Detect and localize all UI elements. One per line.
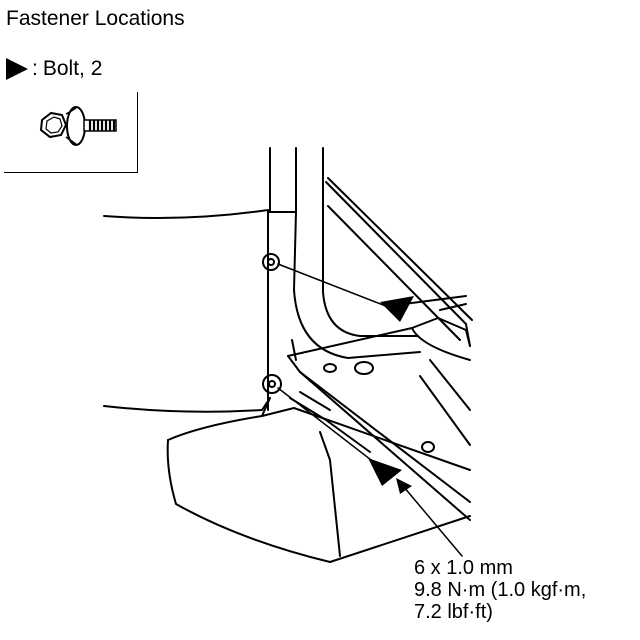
bolt-lower [262, 374, 282, 394]
legend-text: Bolt, 2 [42, 57, 103, 80]
arrow-head-icon [380, 296, 414, 322]
bolt-size: 6 x 1.0 mm [414, 557, 513, 579]
arrow-head-icon [6, 58, 28, 80]
lower-panel-edge [103, 405, 263, 413]
pillar-right-curve [322, 147, 419, 337]
bumper-lower [166, 439, 471, 563]
arrow-head-icon [368, 458, 402, 486]
legend: : Bolt, 2 [6, 56, 102, 82]
bolt-upper [262, 253, 280, 271]
sill-plate-top [287, 317, 471, 357]
bolt-illustration-box [4, 92, 138, 173]
spec-leader-line [397, 479, 463, 557]
spec-arrow-icon [396, 478, 412, 494]
fastener-spec: 6 x 1.0 mm 9.8 N·m (1.0 kgf·m, 7.2 lbf·f… [414, 557, 586, 623]
leader-line-lower [277, 387, 385, 471]
torque-value: 9.8 N·m (1.0 kgf·m, [414, 579, 587, 601]
torque-value-imperial: 7.2 lbf·ft) [414, 601, 493, 623]
legend-separator: : [32, 57, 38, 80]
upper-panel-edge [103, 209, 269, 219]
page-title: Fastener Locations [6, 7, 185, 30]
bolt-icon [39, 106, 117, 146]
leader-line-upper [277, 263, 397, 311]
